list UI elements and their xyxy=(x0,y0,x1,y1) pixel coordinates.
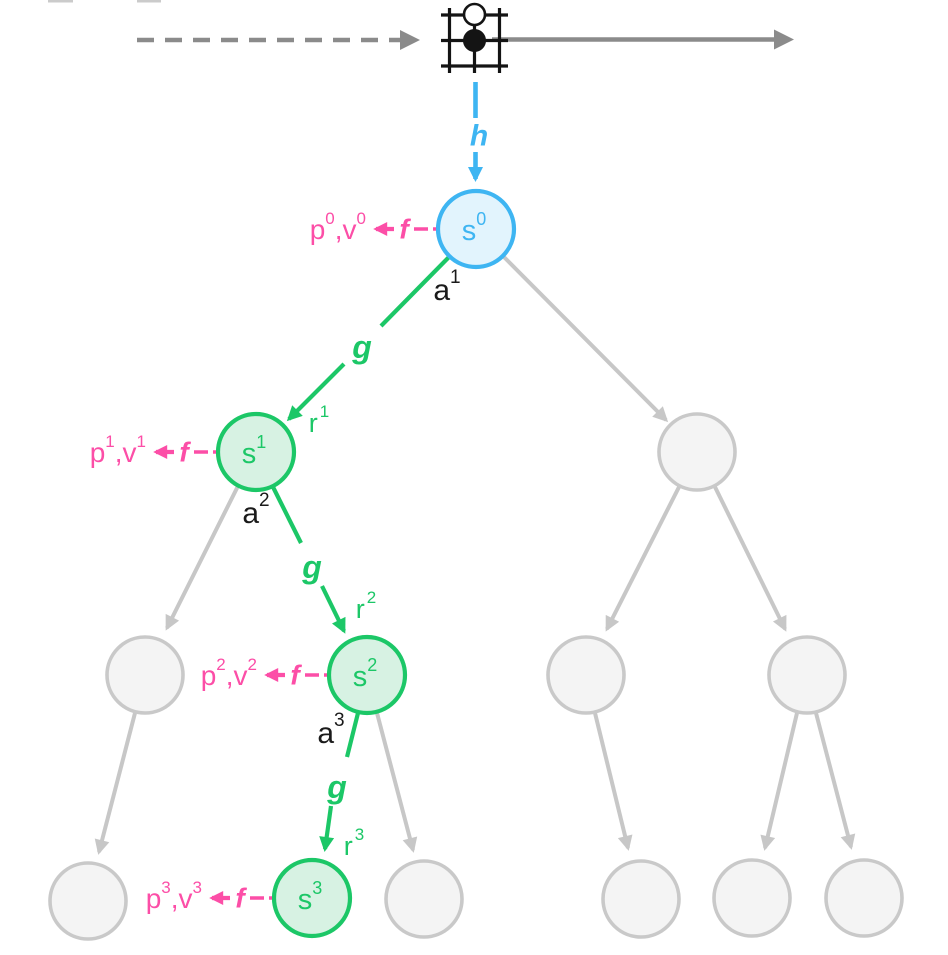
policy-value-label: p3,v3 xyxy=(146,878,202,914)
prediction-function-label: f xyxy=(235,883,247,914)
policy-value-label: p2,v2 xyxy=(201,655,257,691)
unexplored-edge xyxy=(94,712,137,855)
dynamics-function-label: g xyxy=(351,329,372,365)
state-circle xyxy=(271,857,353,939)
unexplored-node xyxy=(384,859,464,939)
state-label: s3 xyxy=(298,878,323,916)
unexplored-edge xyxy=(814,712,856,850)
state-node-s3: s3 xyxy=(271,857,353,939)
prediction-function-label: f xyxy=(290,660,302,691)
unexplored-node xyxy=(48,861,128,941)
unexplored-edge xyxy=(605,486,681,632)
state-circle xyxy=(215,411,297,493)
unexplored-node xyxy=(601,859,681,939)
unexplored-node xyxy=(657,412,737,492)
unexplored-edge xyxy=(760,712,799,851)
representation-edge: h xyxy=(468,82,488,182)
policy-value-label: p1,v1 xyxy=(90,432,146,468)
cropped-text-remnant xyxy=(137,0,161,3)
unexplored-edge xyxy=(375,712,418,853)
state-node-s0: s0 xyxy=(435,188,517,270)
unexplored-node xyxy=(824,858,904,938)
prediction-callout-2: p2,v2 f xyxy=(201,655,327,691)
representation-function-label: h xyxy=(470,120,488,153)
state-circle xyxy=(326,634,408,716)
state-label: s1 xyxy=(242,432,267,470)
unexplored-edge xyxy=(593,712,633,851)
state-node-s1: s1 xyxy=(215,411,297,493)
prediction-callout-0: p0,v0 f xyxy=(310,209,436,245)
unexplored-node xyxy=(712,858,792,938)
g-edge-segment xyxy=(379,255,451,328)
action-label: a2 xyxy=(242,490,269,530)
action-label: a1 xyxy=(433,267,460,307)
g-edge-segment xyxy=(270,484,303,544)
go-board-icon xyxy=(441,2,508,73)
unexplored-edge xyxy=(165,485,240,631)
state-node-s2: s2 xyxy=(326,634,408,716)
action-label: a3 xyxy=(317,710,344,750)
state-label: s2 xyxy=(353,655,378,693)
g-edge-arrow xyxy=(286,362,346,422)
dynamics-function-label: g xyxy=(301,549,322,585)
state-circle xyxy=(435,188,517,270)
state-label: s0 xyxy=(462,209,487,247)
prediction-function-label: f xyxy=(399,214,411,245)
prediction-callout-3: p3,v3 f xyxy=(146,878,272,914)
observation-timeline xyxy=(137,2,794,73)
unexplored-edge xyxy=(502,255,669,423)
policy-value-label: p0,v0 xyxy=(310,209,366,245)
unexplored-edge xyxy=(713,486,787,632)
black-stone-icon xyxy=(463,29,486,52)
unexplored-node xyxy=(767,635,847,715)
unexplored-node xyxy=(546,635,626,715)
g-edge-arrow xyxy=(320,585,346,634)
g-edge-arrow xyxy=(319,805,335,852)
g-edge-segment xyxy=(344,712,361,758)
unexplored-node xyxy=(105,635,185,715)
prediction-callout-1: p1,v1 f xyxy=(90,432,216,468)
cropped-text-remnant xyxy=(48,0,73,3)
unexplored-tree xyxy=(48,255,904,941)
white-stone-icon xyxy=(462,2,487,27)
prediction-function-label: f xyxy=(179,437,191,468)
dynamics-function-label: g xyxy=(326,769,347,805)
